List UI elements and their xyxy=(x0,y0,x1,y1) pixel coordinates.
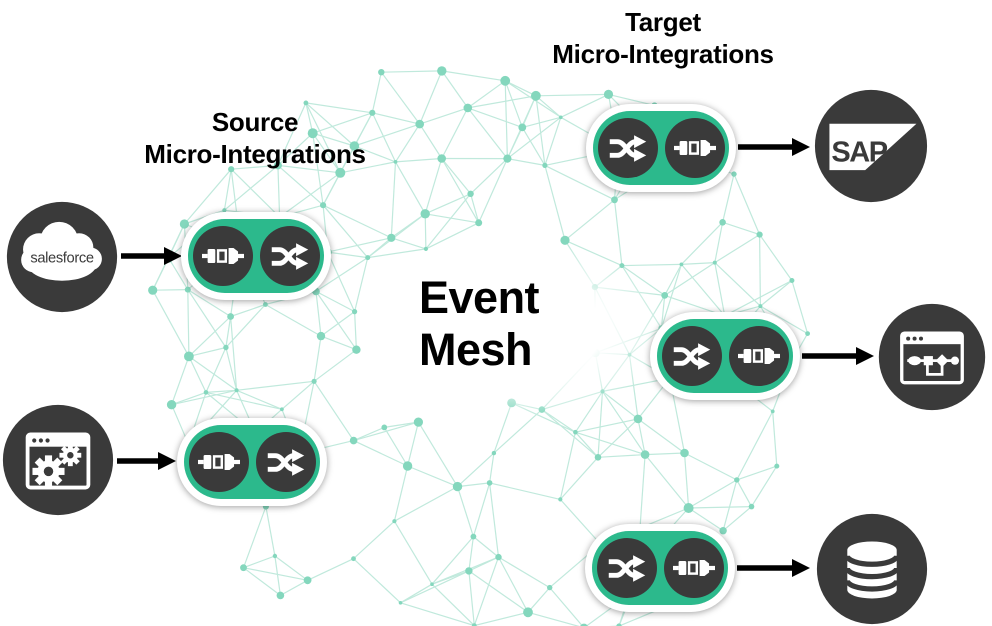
plug-icon xyxy=(192,226,253,286)
sap-logo: SAP xyxy=(814,89,928,203)
shuffle-icon xyxy=(255,432,316,492)
arrow-webapp-to-mi xyxy=(117,452,176,470)
micro-integration-body xyxy=(593,111,729,185)
micro-integration-body xyxy=(657,319,793,393)
arrow-mi-to-database xyxy=(737,559,810,577)
database-node xyxy=(815,512,929,626)
micro-integration-body xyxy=(188,219,324,293)
plug-icon xyxy=(188,432,249,492)
source-micro-integration-1 xyxy=(181,212,331,300)
target-label-line1: Target xyxy=(625,7,701,37)
event-mesh-title-line2: Mesh xyxy=(419,324,533,376)
source-micro-integration-2 xyxy=(177,418,327,506)
sap-node: SAP xyxy=(813,88,929,209)
arrow-mi-to-workflow xyxy=(802,347,874,365)
target-label: Target Micro-Integrations xyxy=(503,7,823,70)
salesforce-cloud-icon: salesforce xyxy=(6,201,118,313)
browser-workflow-icon xyxy=(878,303,986,411)
salesforce-logo-text: salesforce xyxy=(30,251,93,267)
browser-gears-icon xyxy=(2,404,114,516)
plug-icon xyxy=(664,118,725,178)
target-micro-integration-1 xyxy=(586,104,736,192)
event-mesh-halo xyxy=(378,242,668,417)
micro-integration-body xyxy=(184,425,320,499)
event-mesh-title-line1: Event xyxy=(419,272,540,323)
arrow-salesforce-to-mi xyxy=(121,247,182,265)
plug-icon xyxy=(728,326,789,386)
micro-integration-body xyxy=(592,531,728,605)
shuffle-icon xyxy=(596,538,657,598)
arrow-mi-to-sap xyxy=(738,138,810,156)
target-label-line2: Micro-Integrations xyxy=(552,38,774,69)
target-micro-integration-3 xyxy=(585,524,735,612)
plug-icon xyxy=(663,538,724,598)
salesforce-node: salesforce xyxy=(5,200,119,319)
shuffle-icon xyxy=(597,118,658,178)
shuffle-icon xyxy=(259,226,320,286)
sap-logo-text: SAP xyxy=(831,136,887,168)
workflow-node xyxy=(877,302,987,417)
source-label: Source Micro-Integrations xyxy=(95,107,415,170)
target-micro-integration-2 xyxy=(650,312,800,400)
source-label-line1: Source xyxy=(211,107,299,137)
shuffle-icon xyxy=(661,326,722,386)
source-label-line2: Micro-Integrations xyxy=(144,138,366,169)
webapp-node xyxy=(1,403,115,522)
database-icon xyxy=(816,513,928,625)
event-mesh-title: Event Mesh xyxy=(419,272,540,376)
